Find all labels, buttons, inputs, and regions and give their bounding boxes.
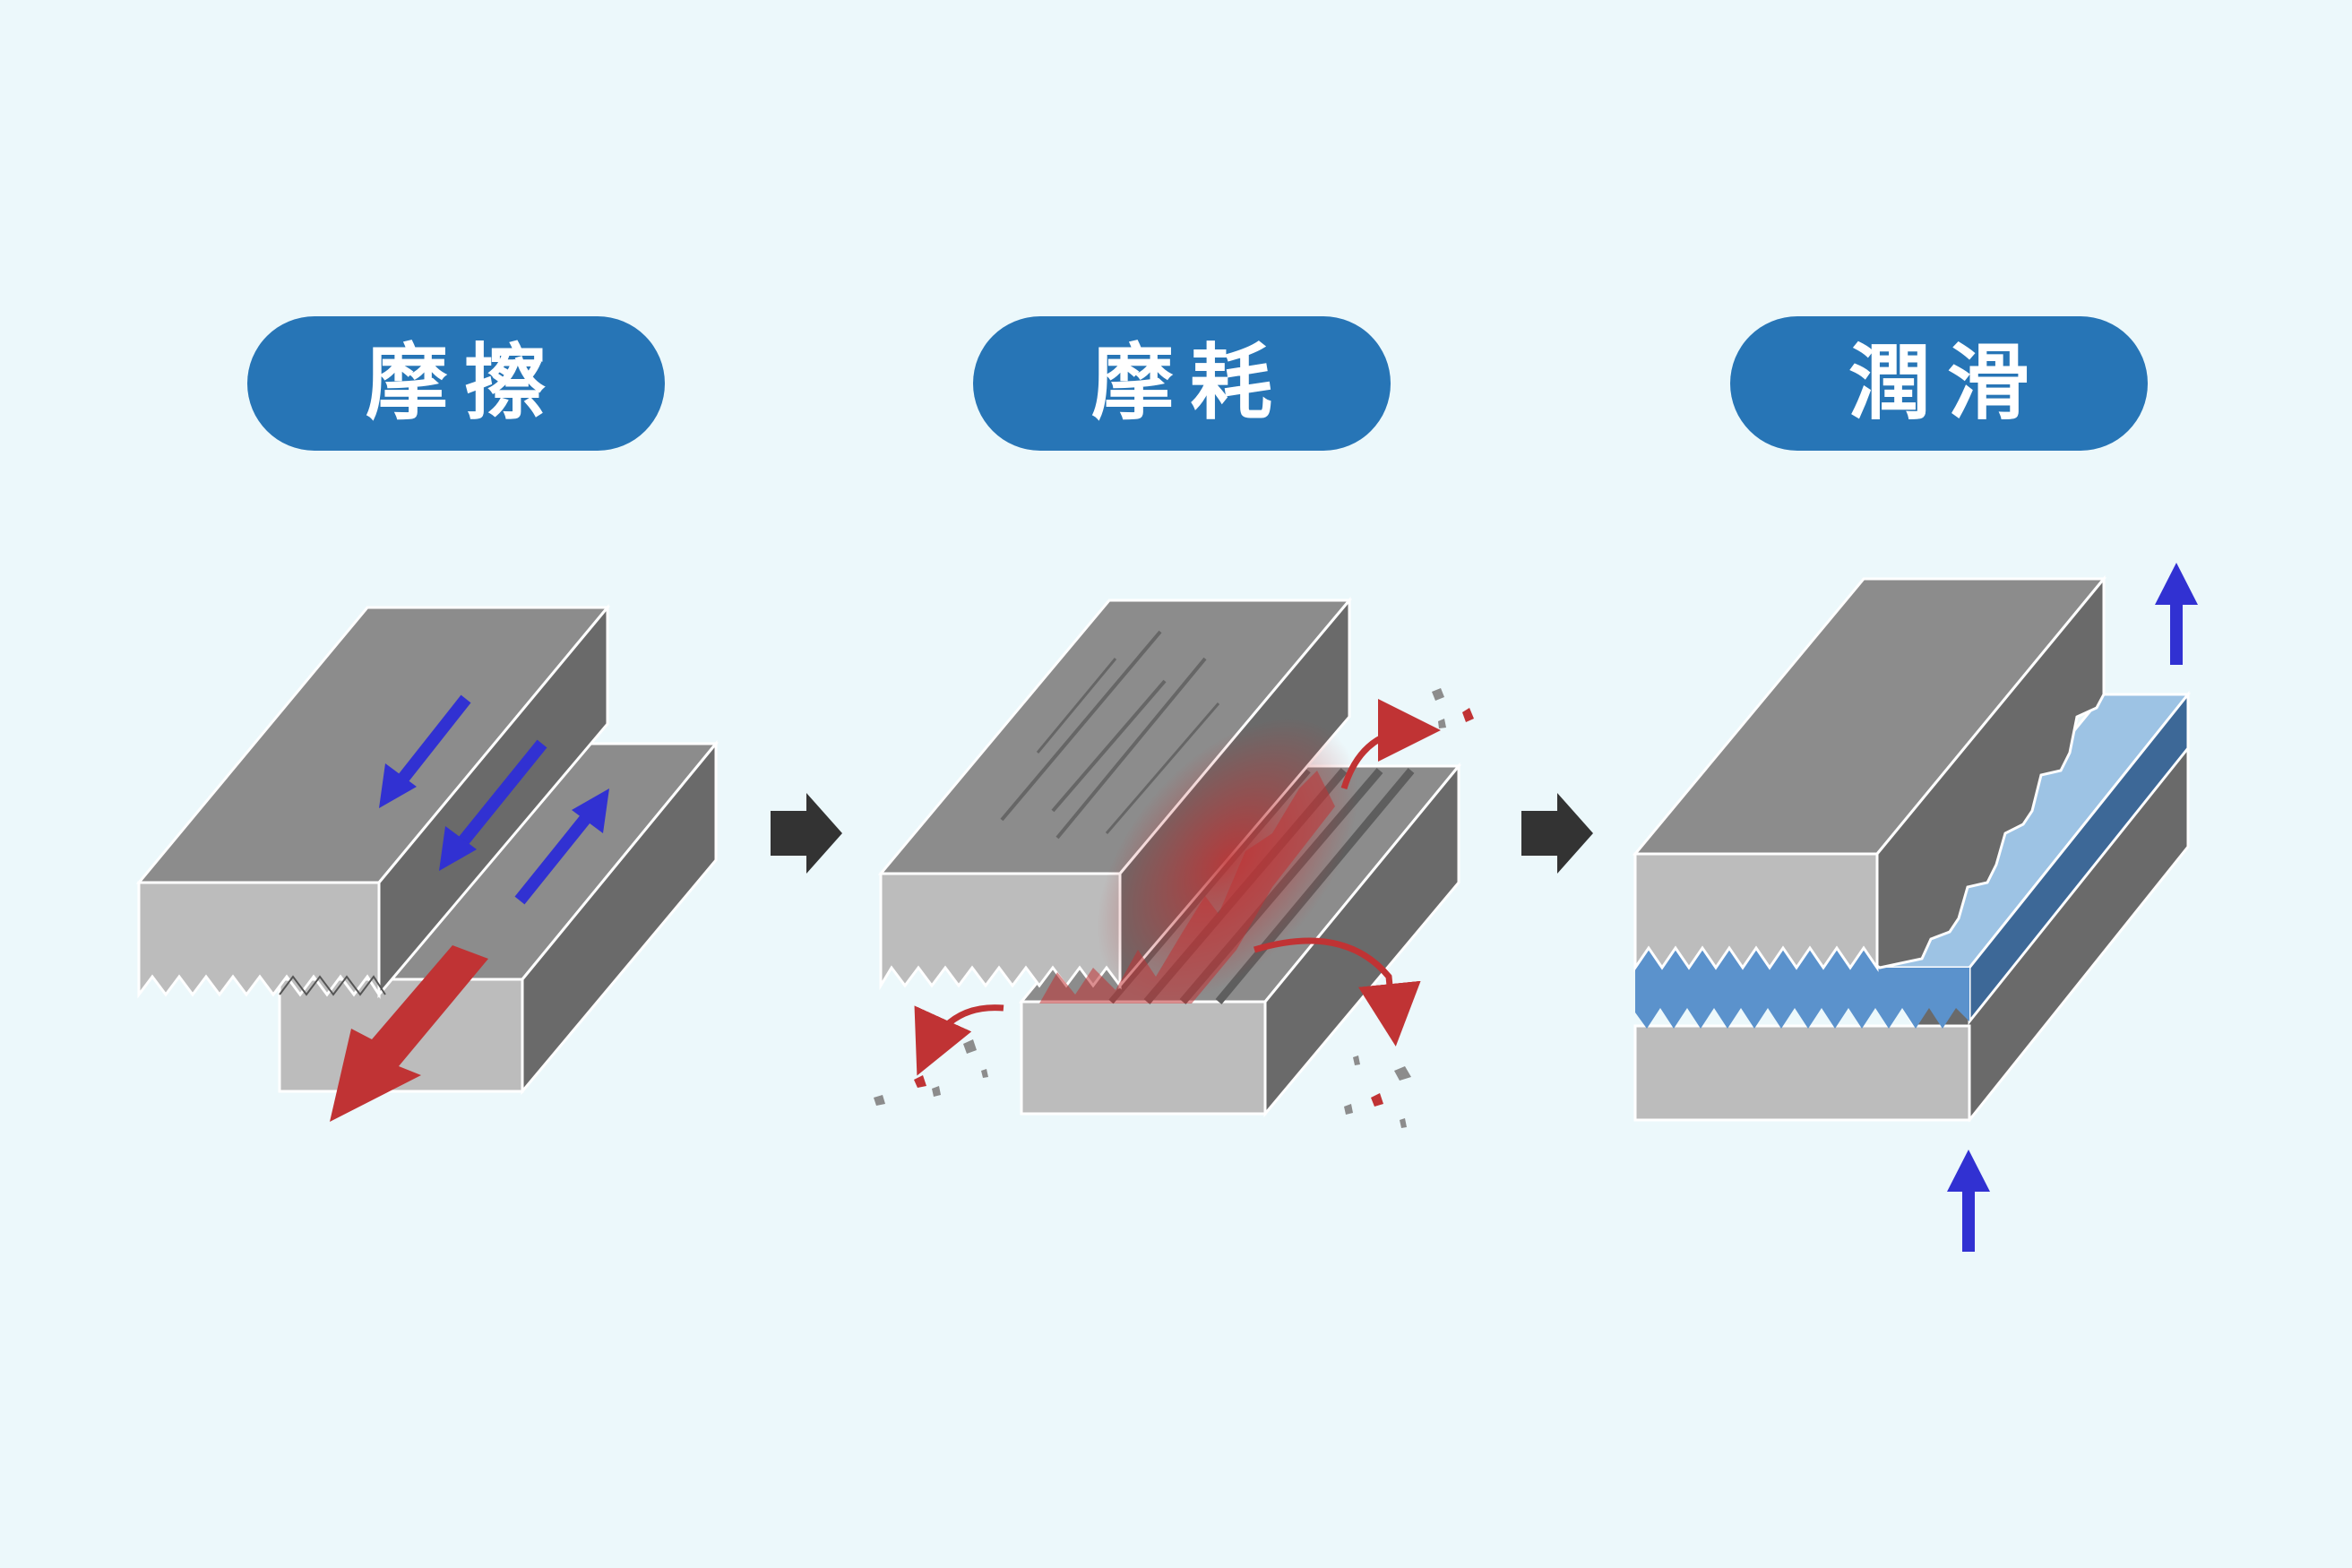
wear-illustration (874, 596, 1474, 1128)
next-step-arrow-icon (1521, 793, 1593, 874)
lubrication-upper-block (1632, 574, 2107, 972)
motion-arrow-icon (379, 694, 471, 808)
step-title-lubrication: 潤滑 (1730, 316, 2148, 451)
lift-arrow-icon (2155, 563, 2198, 665)
step-title-friction: 摩擦 (247, 316, 665, 451)
debris-arrow-icon (914, 1004, 1004, 1076)
step-title-friction-label: 摩擦 (365, 335, 563, 431)
motion-arrow-icon (514, 788, 609, 905)
debris-arrow-icon (1253, 937, 1421, 1047)
step-title-wear: 摩耗 (973, 316, 1391, 451)
step-title-lubrication-label: 潤滑 (1848, 335, 2046, 431)
wear-heat-glow (1097, 718, 1358, 1003)
lubrication-illustration (1632, 563, 2198, 1252)
lift-arrow-icon (1947, 1150, 1990, 1252)
step-title-wear-label: 摩耗 (1090, 335, 1288, 431)
debris-icon (874, 688, 1474, 1128)
motion-arrow-icon (439, 739, 547, 871)
friction-illustration (135, 603, 719, 1122)
next-step-arrow-icon (771, 793, 842, 874)
force-arrow-icon (330, 945, 488, 1122)
debris-arrow-icon (1340, 699, 1441, 790)
